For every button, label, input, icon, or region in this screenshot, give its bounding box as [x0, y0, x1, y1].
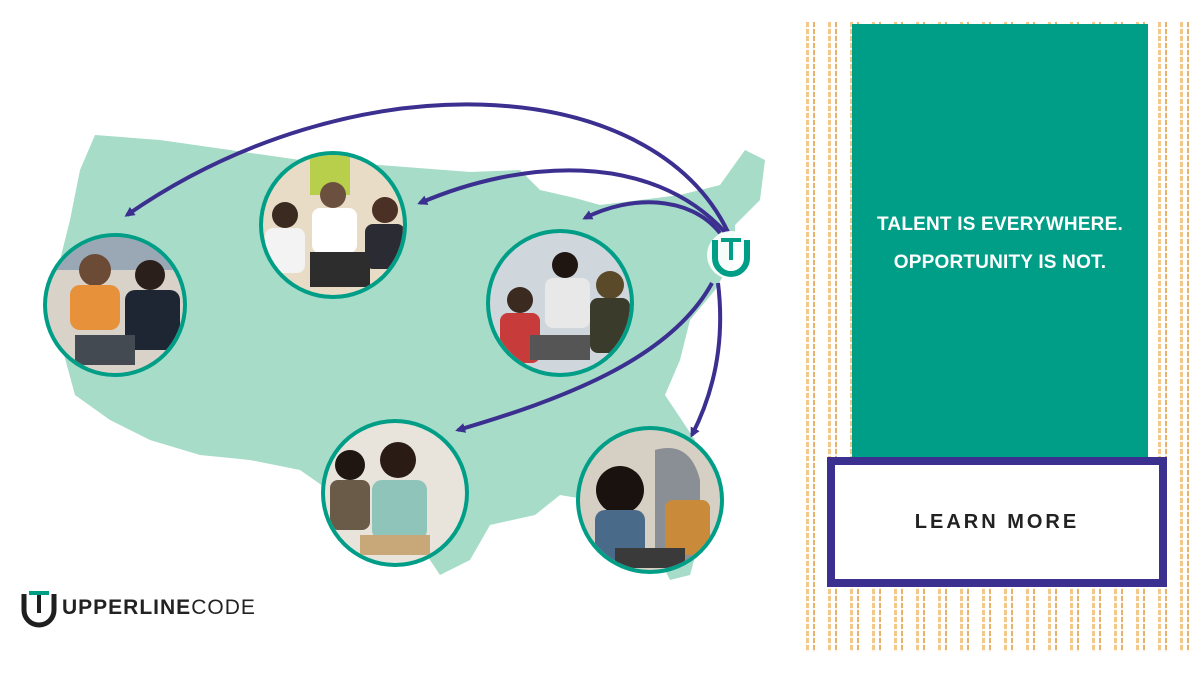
brand-name-bold: UPPERLINE — [62, 596, 192, 619]
tagline-line-1: TALENT IS EVERYWHERE. — [877, 214, 1123, 235]
hub-logo-icon — [707, 231, 755, 279]
tagline-line-2: OPPORTUNITY IS NOT. — [893, 252, 1107, 273]
upperline-logo-icon — [21, 591, 57, 628]
learn-more-label: LEARN MORE — [914, 510, 1080, 533]
brand-logo: UPPERLINECODE — [20, 588, 256, 628]
photo-mountain — [259, 151, 407, 299]
photo-west-coast — [43, 233, 187, 377]
brand-name: UPPERLINECODE — [62, 596, 256, 620]
photo-great-lakes — [486, 229, 634, 377]
route-arrows — [124, 102, 730, 438]
brand-name-light: CODE — [191, 596, 256, 619]
tagline-panel: TALENT IS EVERYWHERE. OPPORTUNITY IS NOT… — [852, 24, 1148, 464]
photo-southeast — [576, 426, 724, 574]
us-map-graphic — [43, 102, 765, 580]
photo-south — [321, 419, 469, 567]
learn-more-button[interactable]: LEARN MORE — [827, 457, 1167, 587]
